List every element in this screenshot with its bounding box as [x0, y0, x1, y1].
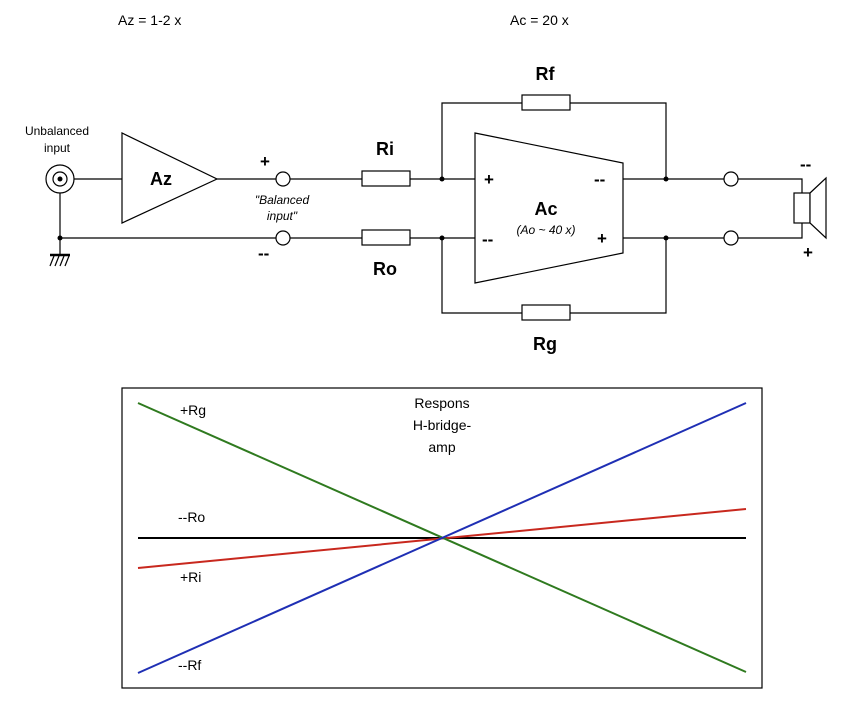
rf-label: Rf	[536, 64, 556, 84]
response-title-line1: Respons	[414, 395, 469, 411]
rg-response-label: +Rg	[180, 402, 206, 418]
speaker-minus-sign: --	[800, 155, 811, 174]
ro-resistor	[361, 229, 411, 246]
output-terminal-top	[723, 171, 739, 187]
ri-resistor	[361, 170, 411, 187]
input-jack-icon	[45, 164, 75, 194]
junction-dot	[57, 235, 63, 241]
ac-out-plus: +	[597, 229, 607, 248]
ro-label: Ro	[373, 259, 397, 279]
rg-label: Rg	[533, 334, 557, 354]
az-label: Az	[150, 169, 172, 189]
balanced-label-line1: "Balanced	[255, 193, 310, 207]
ac-sub-label: (Ao ~ 40 x)	[516, 223, 575, 237]
ri-label: Ri	[376, 139, 394, 159]
ac-in-plus: +	[484, 170, 494, 189]
speaker-icon	[793, 176, 827, 240]
response-title-line3: amp	[428, 439, 455, 455]
rg-feedback-loop	[439, 235, 669, 321]
rg-resistor	[521, 304, 571, 321]
ac-label: Ac	[534, 199, 557, 219]
terminal-minus	[275, 230, 291, 246]
response-title-line2: H-bridge-	[413, 417, 472, 433]
ri-response-label: +Ri	[180, 569, 201, 585]
rf-response-line	[137, 402, 747, 674]
ground-icon	[49, 193, 70, 267]
output-terminal-bottom	[723, 230, 739, 246]
rf-response-label: --Rf	[178, 657, 201, 673]
terminal-minus-sign: --	[258, 244, 269, 263]
ac-gain-text: Ac = 20 x	[510, 12, 569, 28]
input-label-line2: input	[44, 141, 71, 155]
ac-amplifier	[474, 132, 624, 284]
ac-in-minus: --	[482, 230, 493, 249]
terminal-plus-sign: +	[260, 152, 270, 171]
speaker-plus-sign: +	[803, 243, 813, 262]
az-amplifier	[121, 132, 219, 224]
balanced-label-line2: input"	[267, 209, 298, 223]
rf-resistor	[521, 94, 571, 111]
az-gain-text: Az = 1-2 x	[118, 12, 181, 28]
ro-response-label: --Ro	[178, 509, 205, 525]
ac-out-minus: --	[594, 170, 605, 189]
input-label-line1: Unbalanced	[25, 124, 89, 138]
terminal-plus	[275, 171, 291, 187]
rf-feedback-loop	[439, 94, 669, 182]
